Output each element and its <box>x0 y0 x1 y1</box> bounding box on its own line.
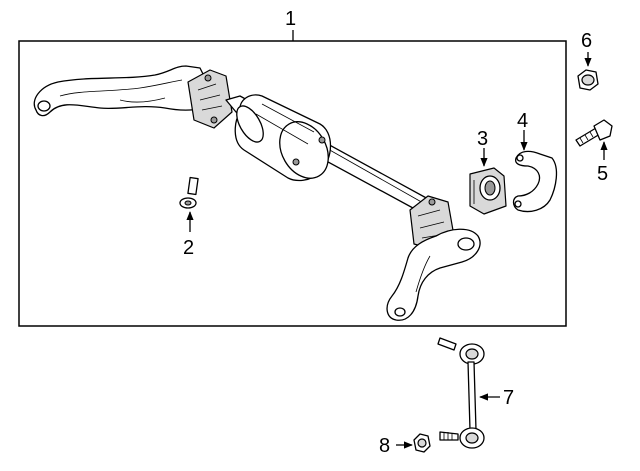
callout-8[interactable]: 8 <box>379 435 390 457</box>
left-arm-eye <box>37 100 51 112</box>
callout-2[interactable]: 2 <box>183 237 194 259</box>
bracket-part-4[interactable] <box>512 150 558 213</box>
bolt-part-2[interactable] <box>179 176 199 209</box>
stabilizer-bar[interactable] <box>33 65 481 321</box>
left-bushing-bracket <box>187 69 233 129</box>
right-bar-arm <box>386 228 481 321</box>
stabilizer-link-part-7[interactable] <box>437 337 485 449</box>
callout-7[interactable]: 7 <box>503 387 514 409</box>
callout-6[interactable]: 6 <box>581 30 592 52</box>
bushing-part-3[interactable] <box>469 167 507 215</box>
nut-part-6[interactable] <box>577 69 599 91</box>
right-arm-eye <box>457 237 475 251</box>
callout-4[interactable]: 4 <box>517 110 528 132</box>
callout-3[interactable]: 3 <box>477 128 488 150</box>
callout-5[interactable]: 5 <box>597 163 608 185</box>
bolt-part-5[interactable] <box>575 119 613 147</box>
nut-part-8[interactable] <box>413 433 431 453</box>
callout-1[interactable]: 1 <box>285 8 296 30</box>
